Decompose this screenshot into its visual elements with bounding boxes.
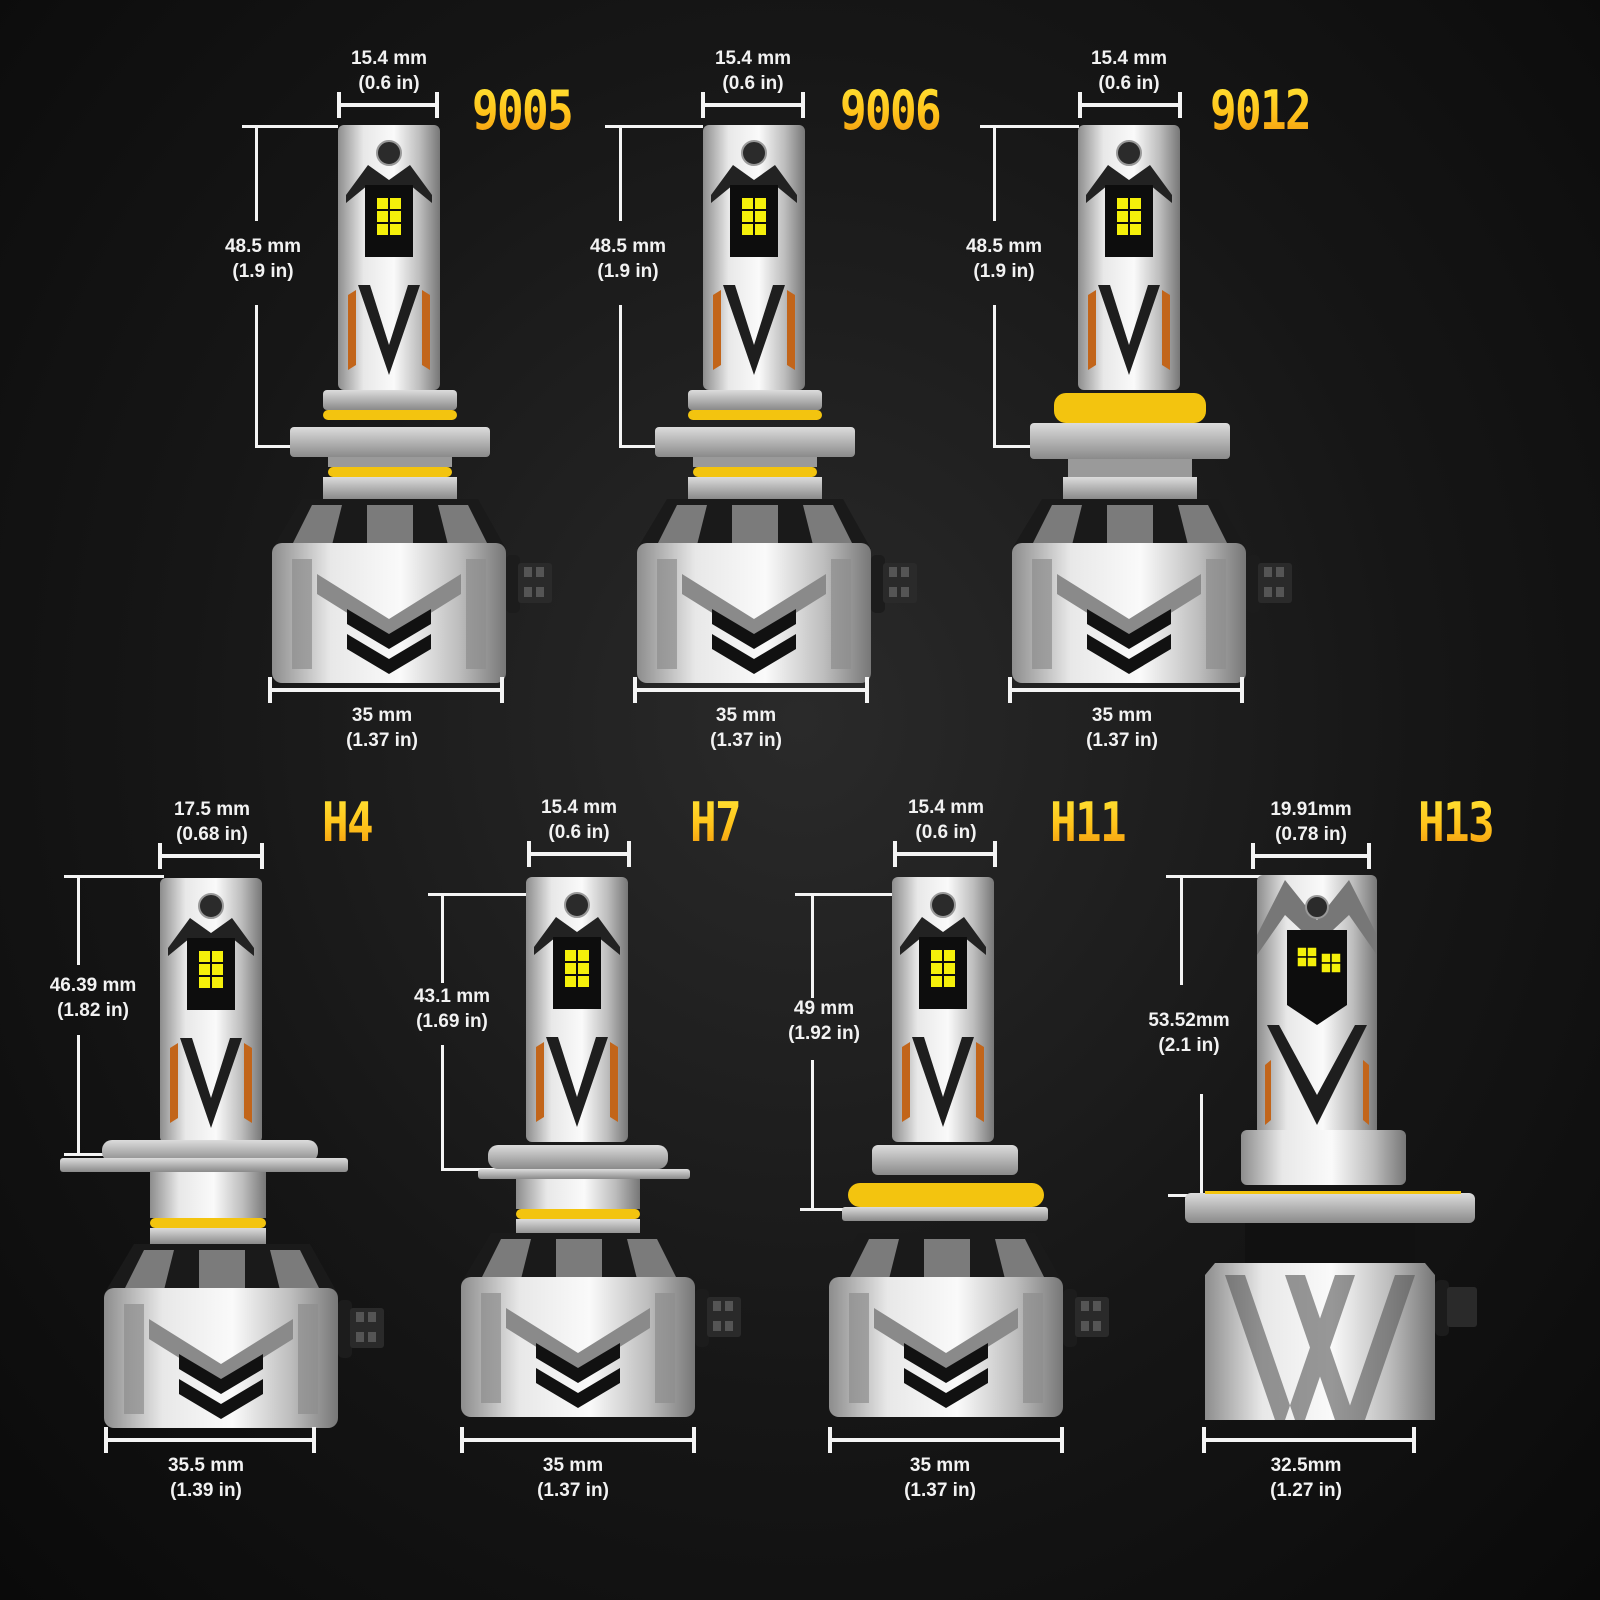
height-line (1180, 875, 1183, 985)
base-width-line (1008, 677, 1244, 703)
height-line (77, 875, 80, 965)
height-tick-bottom (255, 445, 320, 448)
top-width-label: 15.4 mm(0.6 in) (540, 797, 618, 843)
led-bulb-image (272, 124, 552, 683)
base-width-line (460, 1427, 696, 1453)
top-width-line (158, 843, 264, 869)
top-width-line (1251, 843, 1371, 869)
height-label: 49 mm(1.92 in) (788, 998, 860, 1044)
height-tick-top (1166, 875, 1266, 878)
led-bulb-image (637, 124, 917, 683)
top-width-label: 15.4 mm(0.6 in) (714, 48, 792, 94)
base-width-label: 35 mm(1.37 in) (537, 1455, 609, 1501)
height-line (619, 125, 622, 221)
led-bulb-image (461, 876, 741, 1417)
model-label: H13 (1418, 791, 1495, 854)
height-line (255, 125, 258, 221)
height-label: 53.52mm(2.1 in) (1148, 1010, 1230, 1056)
top-width-line (701, 92, 805, 118)
height-label: 48.5 mm(1.9 in) (224, 236, 302, 282)
base-width-label: 35 mm(1.37 in) (1086, 705, 1158, 751)
height-tick-top (980, 125, 1079, 128)
height-tick-bottom (441, 1168, 501, 1171)
base-width-label: 35 mm(1.37 in) (346, 705, 418, 751)
base-width-label: 35 mm(1.37 in) (904, 1455, 976, 1501)
height-label: 43.1 mm(1.69 in) (413, 986, 491, 1032)
height-tick-top (605, 125, 703, 128)
height-line (619, 305, 622, 447)
height-tick-bottom (993, 445, 1058, 448)
base-width-line (1202, 1427, 1416, 1453)
height-label: 48.5 mm(1.9 in) (965, 236, 1043, 282)
height-label: 48.5 mm(1.9 in) (589, 236, 667, 282)
height-line (811, 893, 814, 998)
height-line (77, 1035, 80, 1155)
base-width-line (828, 1427, 1064, 1453)
height-line (993, 305, 996, 447)
top-width-label: 19.91mm(0.78 in) (1270, 799, 1352, 845)
height-tick-bottom (800, 1208, 852, 1211)
base-width-line (633, 677, 869, 703)
model-label: 9012 (1210, 79, 1312, 142)
top-width-label: 15.4 mm(0.6 in) (907, 797, 985, 843)
height-tick-top (428, 893, 530, 896)
top-width-label: 15.4 mm(0.6 in) (1090, 48, 1168, 94)
model-label: H11 (1050, 791, 1127, 854)
base-width-label: 35 mm(1.37 in) (710, 705, 782, 751)
height-tick-bottom (619, 445, 684, 448)
height-line (441, 893, 444, 983)
height-line (255, 305, 258, 447)
base-width-label: 35.5 mm(1.39 in) (167, 1455, 245, 1501)
top-width-label: 15.4 mm(0.6 in) (350, 48, 428, 94)
height-line (811, 1060, 814, 1210)
base-width-line (268, 677, 504, 703)
base-width-label: 32.5mm(1.27 in) (1270, 1455, 1342, 1501)
top-width-line (337, 92, 439, 118)
led-bulb-image (829, 876, 1109, 1417)
model-label: 9006 (840, 79, 942, 142)
height-line (441, 1045, 444, 1170)
base-width-line (104, 1427, 316, 1453)
top-width-line (527, 841, 631, 867)
top-width-line (893, 841, 997, 867)
height-tick-top (64, 875, 164, 878)
height-tick-top (242, 125, 338, 128)
model-label: H4 (322, 791, 374, 854)
led-bulb-image (1185, 875, 1477, 1420)
top-width-line (1078, 92, 1182, 118)
led-bulb-image (1012, 124, 1292, 683)
height-label: 46.39 mm(1.82 in) (49, 975, 137, 1021)
height-tick-top (795, 893, 898, 896)
height-line (1200, 1094, 1203, 1196)
led-bulb-image (60, 877, 384, 1428)
model-label: 9005 (472, 79, 574, 142)
height-line (993, 125, 996, 221)
model-label: H7 (690, 791, 742, 854)
top-width-label: 17.5 mm(0.68 in) (173, 799, 251, 845)
